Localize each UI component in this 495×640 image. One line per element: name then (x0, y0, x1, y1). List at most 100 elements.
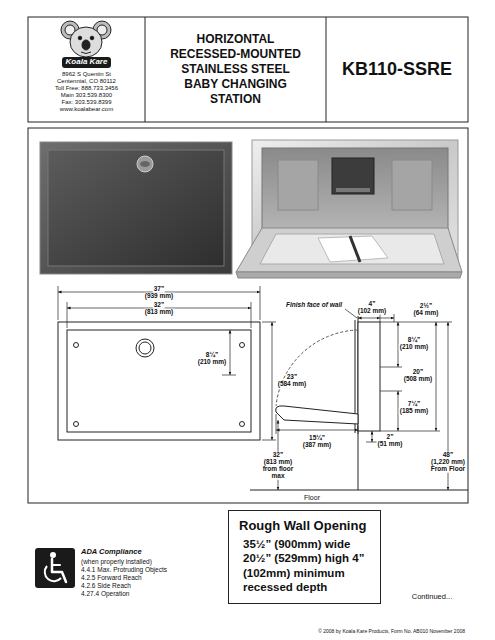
title-cell: HORIZONTAL RECESSED-MOUNTED STAINLESS ST… (145, 17, 326, 122)
open-unit-photo-part (260, 234, 444, 264)
dimension-label: (64 mm) (413, 310, 440, 317)
dimension-label: 20” (412, 369, 424, 376)
accessibility-icon-part (50, 552, 56, 558)
address-line: Centennial, CO 80112 (57, 78, 116, 85)
dimension-label: (102 mm) (357, 308, 388, 315)
header-table (28, 17, 468, 122)
koala-logo-part (90, 36, 94, 40)
front-elevation-part (139, 342, 151, 354)
dimension-lines-part (380, 322, 452, 323)
header-table-part (145, 17, 146, 122)
wall-note: Finish face of wall (285, 302, 343, 309)
dimension-lines-part (58, 286, 59, 320)
side-view-part (250, 489, 468, 490)
model-number: KB110-SSRE (342, 59, 452, 80)
dimension-lines-part (372, 431, 373, 442)
koala-logo (61, 21, 111, 57)
floor-label: Floor (303, 494, 321, 501)
dimension-label: 8¼” (205, 352, 219, 359)
open-unit-photo (236, 140, 462, 278)
dimension-lines-part (276, 414, 277, 434)
dimension-label: (210 mm) (399, 344, 430, 351)
open-unit-photo-part (332, 158, 374, 194)
logo-cell: Koala Kare 8962 S Quentin StCentennial, C… (28, 17, 145, 122)
open-unit-photo-part (262, 148, 448, 232)
dimension-lines-part (276, 430, 358, 431)
open-unit-photo-part (392, 160, 432, 210)
dimension-lines-part (380, 318, 394, 319)
front-elevation-part (74, 422, 79, 427)
rough-opening-box: Rough Wall Opening 35½” (900mm) wide 20½”… (228, 510, 381, 604)
product-title: HORIZONTAL RECESSED-MOUNTED STAINLESS ST… (166, 32, 306, 107)
front-elevation-part (74, 343, 79, 348)
header-table-part (28, 17, 468, 122)
address-line: Toll Free: 888.733.3456 (55, 85, 118, 92)
continued-note: Continued... (411, 593, 453, 601)
dimension-lines-part (251, 302, 252, 328)
closed-unit-photo-part (40, 142, 232, 274)
koala-logo-part (78, 36, 82, 40)
dimension-lines-part (262, 440, 276, 441)
dimension-label: (210 mm) (197, 359, 228, 366)
closed-unit-photo-part (140, 161, 150, 167)
dimension-label: (508 mm) (403, 376, 434, 383)
dimension-label: (1,220 mm) (430, 459, 466, 466)
closed-unit-photo-part (48, 150, 224, 266)
brand-name: Koala Kare (62, 57, 112, 68)
address-line: 8962 S Quentin St (62, 71, 111, 78)
dimension-label: (185 mm) (399, 408, 430, 415)
side-view-part (358, 322, 380, 431)
box-heading: Rough Wall Opening (239, 518, 370, 533)
open-unit-photo-part (350, 236, 360, 262)
front-elevation-part (136, 339, 154, 357)
koala-logo-part (81, 52, 91, 54)
dimension-lines-part (358, 318, 380, 319)
ada-item: 4.2.6 Side Reach (80, 583, 132, 590)
dimension-label: 15¼” (308, 435, 326, 442)
dimension-label: (813 mm) (263, 459, 294, 466)
dimension-label: 2” (386, 434, 395, 441)
drawing-frame (28, 128, 468, 503)
dimension-lines-part (67, 302, 68, 328)
dimension-lines-part (380, 391, 402, 392)
address-line: Main 303.539.8300 (61, 92, 112, 99)
dimension-label: 8¼” (407, 337, 421, 344)
dimension-label: 23” (286, 374, 298, 381)
dimension-label: 32” (272, 452, 284, 459)
dimension-label: (584 mm) (277, 381, 308, 388)
open-unit-photo-part (336, 188, 370, 192)
dimension-label: 4” (368, 301, 377, 308)
drawing-frame-part (28, 128, 468, 503)
front-elevation (58, 322, 260, 440)
side-view-part (345, 309, 357, 318)
dimension-lines-part (380, 431, 440, 432)
front-elevation-part (240, 422, 245, 427)
ada-item: 4.2.5 Forward Reach (80, 575, 143, 582)
dimension-label: (387 mm) (302, 442, 333, 449)
dimension-label: 2½” (419, 303, 433, 310)
address-line: Fax: 303.539.8399 (61, 99, 111, 106)
model-cell: KB110-SSRE (326, 17, 468, 122)
open-unit-photo-part (236, 272, 462, 278)
dimension-lines-part (394, 314, 395, 322)
dimension-lines-part (230, 330, 231, 375)
dimension-label: max (270, 473, 285, 480)
dimension-label: (813 mm) (144, 309, 175, 316)
address-line: www.koalabear.com (60, 106, 113, 113)
dimension-lines-part (380, 367, 402, 368)
dimension-label: from floor (262, 466, 295, 473)
open-unit-photo-part (318, 236, 388, 262)
ada-note: (when properly installed) (80, 559, 153, 566)
closed-unit-photo (40, 142, 232, 274)
dimension-label: 37” (153, 286, 165, 293)
side-view (250, 309, 468, 490)
accessibility-icon (35, 548, 75, 588)
koala-logo-part (82, 40, 90, 50)
header-table-part (326, 17, 327, 122)
dimension-lines-part (260, 286, 261, 320)
box-body: 35½” (900mm) wide 20½” (529mm) high 4” (… (243, 537, 368, 595)
side-view-part (276, 406, 358, 424)
dimension-label: 48” (442, 452, 454, 459)
dimension-lines-part (262, 322, 276, 323)
